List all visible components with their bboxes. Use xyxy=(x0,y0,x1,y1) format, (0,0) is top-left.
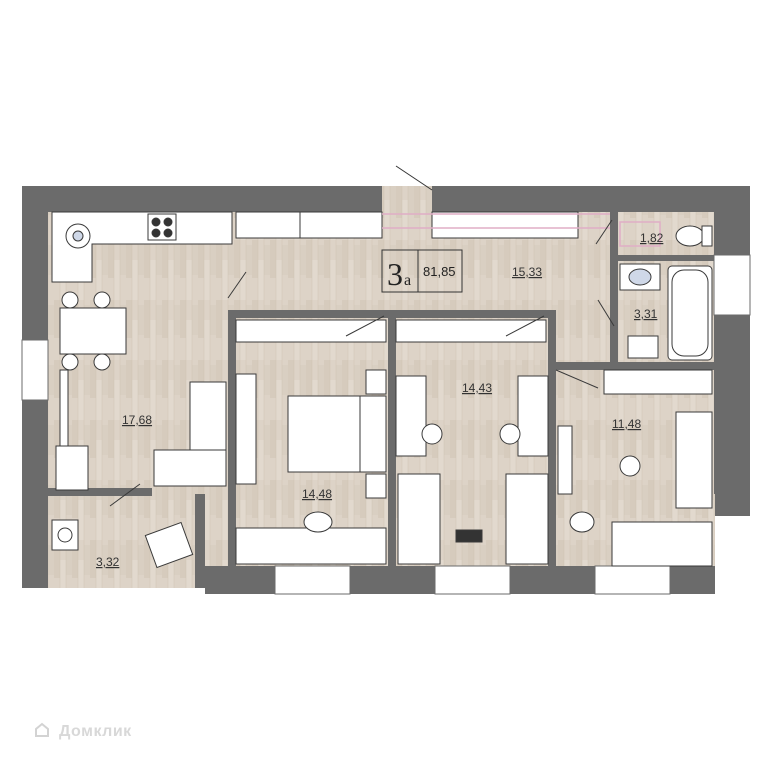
hallway-wardrobe xyxy=(235,211,579,239)
dining-table xyxy=(59,291,127,371)
bedroom-kids-area-label: 11,48 xyxy=(612,417,641,431)
interior-walls xyxy=(48,212,714,588)
bedroom-main-area-label: 14,48 xyxy=(302,487,332,501)
domclick-logo-icon xyxy=(35,722,49,737)
watermark: Домклик xyxy=(34,722,132,741)
rooms-count: 3 xyxy=(387,256,403,292)
bedroom-kids-furniture xyxy=(557,369,713,567)
watermark-text: Домклик xyxy=(58,723,132,740)
entrance-door xyxy=(382,165,433,212)
apartment-label: 3 а 81,85 xyxy=(381,249,463,293)
bedroom-middle-area-label: 14,43 xyxy=(462,381,492,395)
bedroom-middle-furniture xyxy=(395,319,549,565)
hallway-area-label: 15,33 xyxy=(512,265,542,279)
bathroom-area-label: 3,31 xyxy=(634,307,658,321)
balcony-armchair xyxy=(51,519,194,569)
wardrobe-rail-accent xyxy=(382,213,610,229)
bathroom-fixtures xyxy=(619,263,713,361)
bedroom-main-furniture xyxy=(235,319,387,565)
total-area: 81,85 xyxy=(423,264,456,279)
living-sofa xyxy=(55,369,227,491)
toilet xyxy=(619,221,713,247)
toilet-area-label: 1,82 xyxy=(640,231,664,245)
door-swings xyxy=(109,219,615,507)
balcony-area-label: 3,32 xyxy=(96,555,120,569)
rooms-suffix: а xyxy=(404,272,411,289)
windows xyxy=(21,254,751,595)
kitchen-counter xyxy=(51,211,233,283)
kitchen-area-label: 17,68 xyxy=(122,413,152,427)
